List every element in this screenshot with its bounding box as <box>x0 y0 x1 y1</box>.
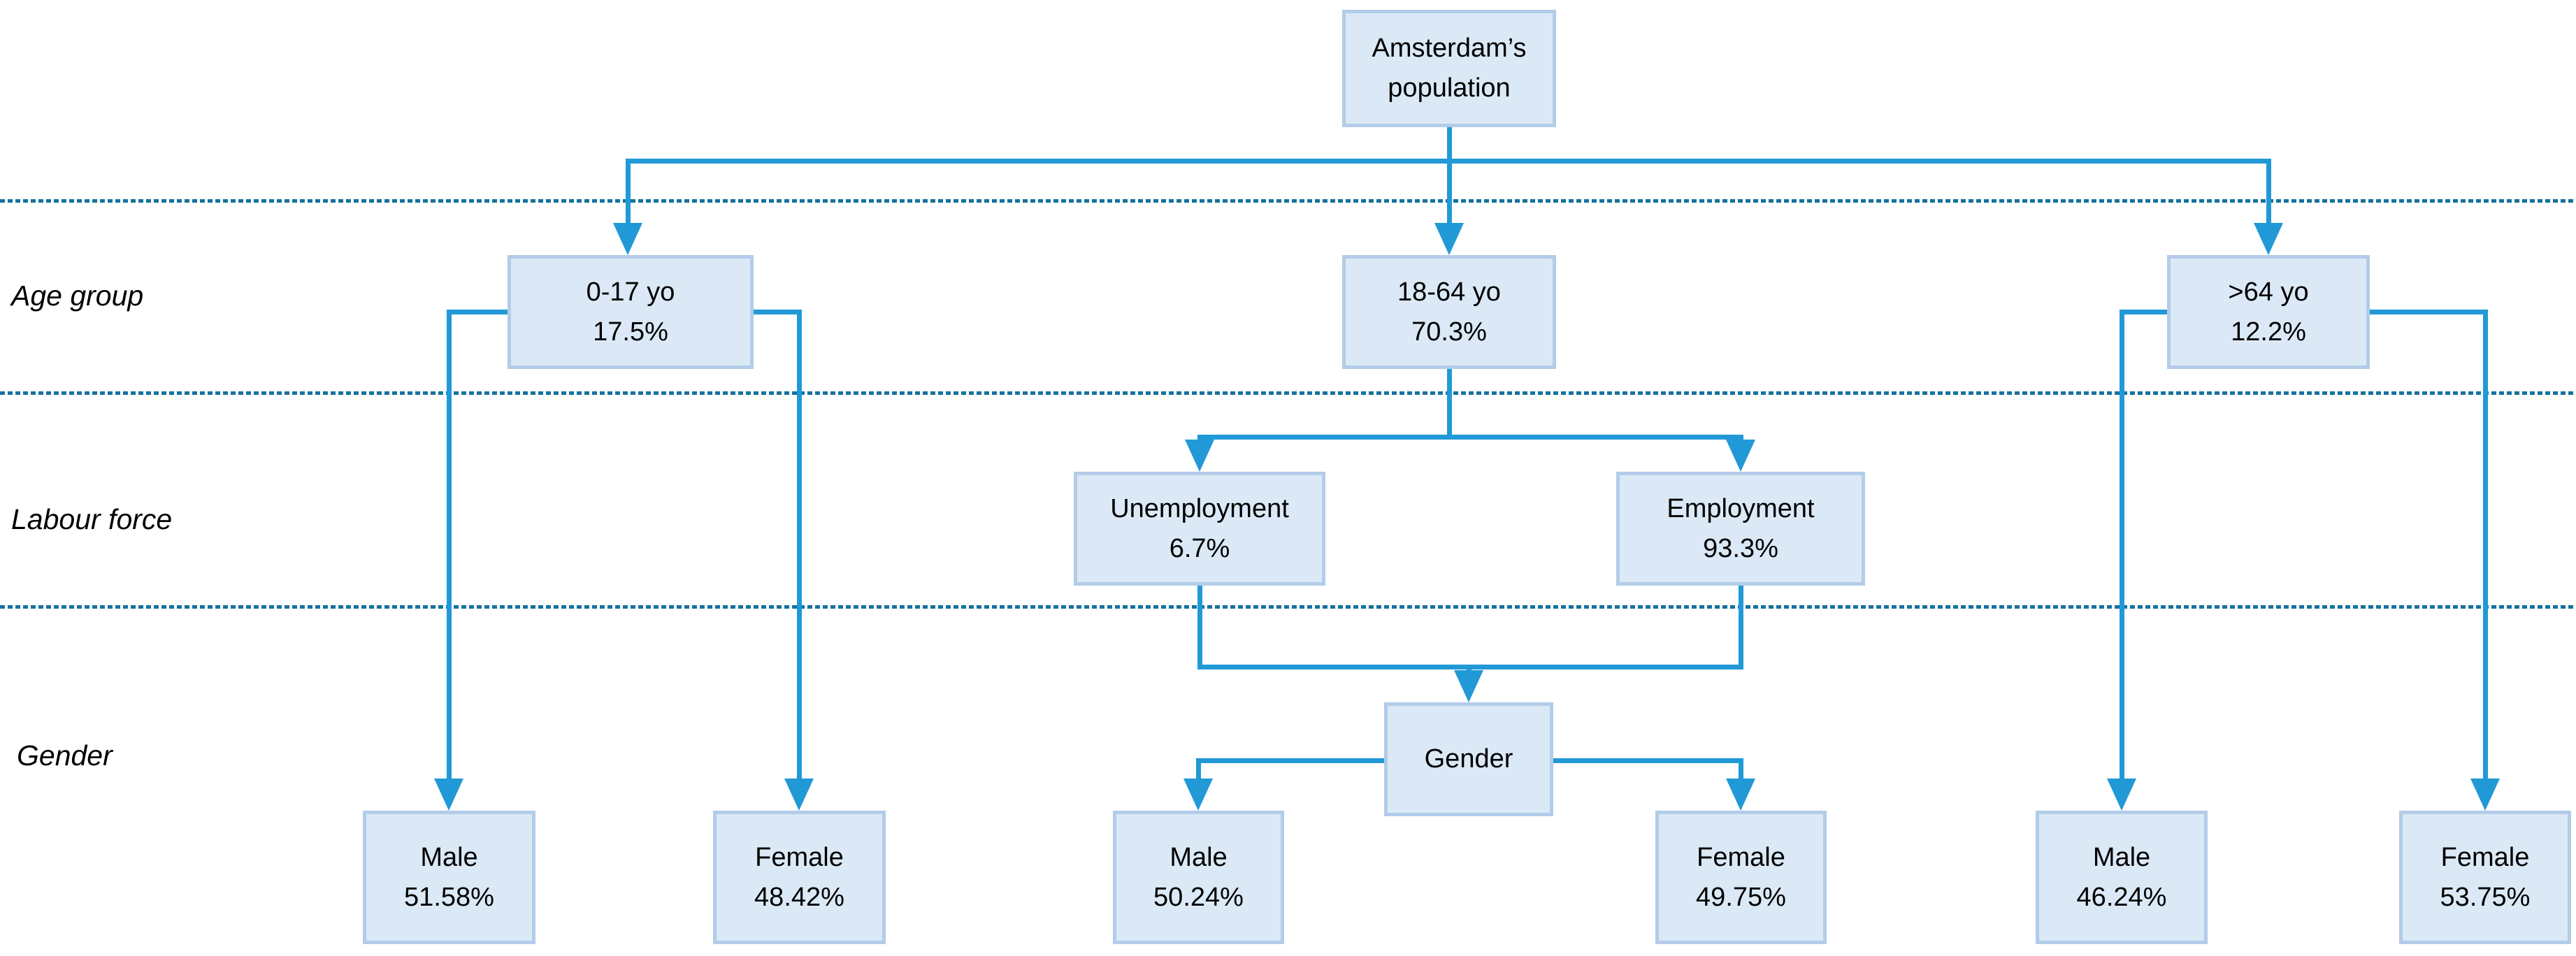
node-value: 53.75% <box>2440 882 2531 912</box>
connector-gender-right-stub <box>1550 758 1743 763</box>
node-male-seniors: Male 46.24% <box>2036 811 2208 944</box>
connector-seniors-male-drop <box>2120 310 2124 781</box>
arrow-down-icon <box>1726 440 1755 472</box>
connector-children-female-drop <box>797 310 802 781</box>
connector-children-right-stub <box>751 310 802 314</box>
row-separator-age-group <box>0 199 2576 203</box>
connector-children-male-drop <box>447 310 452 781</box>
node-title: Amsterdam’s <box>1372 34 1527 63</box>
arrow-down-icon <box>1185 440 1214 472</box>
node-employment: Employment 93.3% <box>1616 472 1865 586</box>
node-title: Female <box>2440 842 2530 872</box>
arrow-down-icon <box>2107 778 2136 811</box>
node-value: 12.2% <box>2231 317 2306 347</box>
connector-labour-branch <box>1197 435 1743 440</box>
node-title: Male <box>420 842 478 872</box>
connector-seniors-right-stub <box>2367 310 2488 314</box>
node-male-adults: Male 50.24% <box>1113 811 1284 944</box>
node-value: 17.5% <box>593 317 668 347</box>
connector-adults-bottom-drop <box>1447 369 1452 440</box>
connector-children-left-stub <box>447 310 510 314</box>
connector-gender-male-drop <box>1196 758 1201 781</box>
arrow-down-icon <box>2254 223 2283 255</box>
node-title: Gender <box>1424 744 1513 774</box>
row-separator-gender <box>0 605 2576 609</box>
node-value: 51.58% <box>404 882 494 912</box>
node-value: 70.3% <box>1411 317 1487 347</box>
node-female-seniors: Female 53.75% <box>2399 811 2571 944</box>
node-female-children: Female 48.42% <box>713 811 886 944</box>
arrow-down-icon <box>1434 223 1464 255</box>
node-title: Employment <box>1667 493 1815 523</box>
node-value: 50.24% <box>1153 882 1244 912</box>
row-separator-labour-force <box>0 391 2576 395</box>
node-age-over-64: >64 yo 12.2% <box>2167 255 2370 369</box>
node-value: 93.3% <box>1703 533 1778 563</box>
connector-seniors-female-drop <box>2483 310 2488 781</box>
connector-employment-bottom <box>1739 586 1743 669</box>
node-unemployment: Unemployment 6.7% <box>1074 472 1325 586</box>
node-value: 48.42% <box>754 882 844 912</box>
node-male-children: Male 51.58% <box>363 811 535 944</box>
node-title: 0-17 yo <box>586 277 675 307</box>
connector-drop-age-children <box>626 159 631 226</box>
node-gender: Gender <box>1384 702 1553 816</box>
node-age-0-17: 0-17 yo 17.5% <box>508 255 754 369</box>
node-value: 46.24% <box>2076 882 2167 912</box>
arrow-down-icon <box>434 778 463 811</box>
row-label-labour-force: Labour force <box>11 503 173 535</box>
connector-gender-female-drop <box>1739 758 1743 781</box>
arrow-down-icon <box>1183 778 1213 811</box>
node-value: 49.75% <box>1696 882 1786 912</box>
arrow-down-icon <box>2470 778 2500 811</box>
node-age-18-64: 18-64 yo 70.3% <box>1342 255 1556 369</box>
row-label-gender: Gender <box>17 739 113 772</box>
node-title: Female <box>1697 842 1785 872</box>
connector-unemployment-bottom <box>1197 586 1202 669</box>
connector-drop-gender <box>1467 665 1472 673</box>
connector-seniors-left-stub <box>2120 310 2170 314</box>
node-female-adults: Female 49.75% <box>1655 811 1827 944</box>
node-title: Unemployment <box>1110 493 1289 523</box>
node-title: 18-64 yo <box>1397 277 1501 307</box>
node-title: Male <box>2092 842 2151 872</box>
row-label-age-group: Age group <box>11 280 144 312</box>
node-value: 6.7% <box>1169 533 1230 563</box>
node-title: population <box>1388 73 1511 103</box>
connector-drop-age-adults <box>1447 159 1452 226</box>
connector-root-drop <box>1447 126 1452 164</box>
arrow-down-icon <box>784 778 814 811</box>
connector-drop-age-seniors <box>2266 159 2271 226</box>
node-amsterdam-population: Amsterdam’s population <box>1342 10 1556 127</box>
connector-gender-left-stub <box>1196 758 1387 763</box>
arrow-down-icon <box>1454 670 1483 702</box>
arrow-down-icon <box>613 223 642 255</box>
arrow-down-icon <box>1726 778 1755 811</box>
node-title: Female <box>755 842 844 872</box>
node-title: Male <box>1170 842 1228 872</box>
node-title: >64 yo <box>2228 277 2309 307</box>
